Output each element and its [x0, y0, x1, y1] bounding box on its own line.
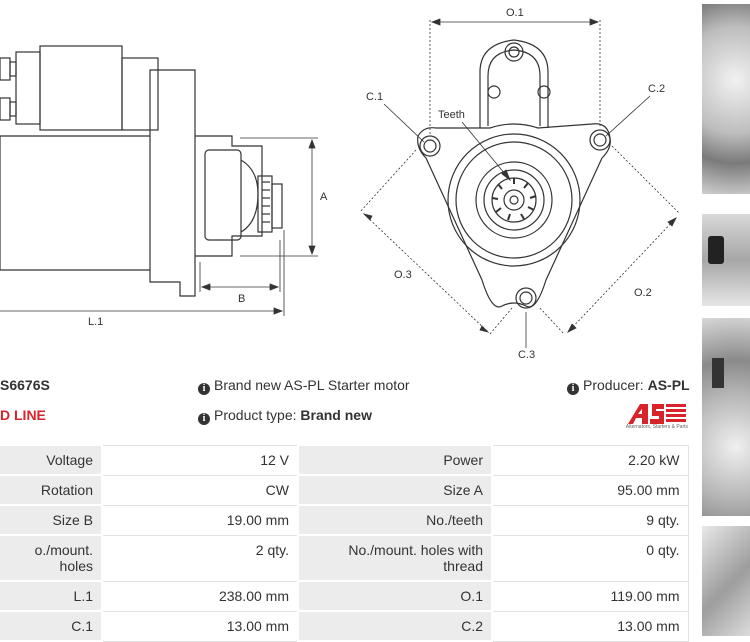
dim-label-teeth: Teeth	[438, 109, 465, 121]
dim-label-o2: O.2	[634, 287, 652, 299]
spec-label: C.1	[0, 610, 103, 642]
spec-value: 19.00 mm	[101, 504, 299, 536]
product-line-badge: D LINE	[0, 407, 46, 423]
spec-value: 2.20 kW	[491, 444, 689, 476]
dim-label-c2: C.2	[648, 83, 665, 95]
spec-value: 95.00 mm	[491, 474, 689, 506]
dim-label-o3: O.3	[394, 269, 412, 281]
product-photo-4[interactable]	[702, 526, 750, 636]
dim-label-b: B	[238, 293, 245, 305]
dim-label-l1: L.1	[88, 316, 103, 328]
as-pl-logo: Alternators, Starters & Parts	[598, 400, 688, 434]
spec-value: 238.00 mm	[101, 580, 299, 612]
spec-label: C.2	[297, 610, 493, 642]
dim-label-c1: C.1	[366, 91, 383, 103]
spec-label: Rotation	[0, 474, 103, 506]
spec-label: Voltage	[0, 444, 103, 476]
spec-value: 0 qty.	[491, 534, 689, 582]
spec-label: L.1	[0, 580, 103, 612]
spec-label: o./mount. holes	[0, 534, 103, 582]
spec-label: No./mount. holes with thread	[297, 534, 493, 582]
info-icon: i	[198, 413, 210, 425]
dim-label-o1: O.1	[506, 7, 524, 19]
product-photo-1[interactable]	[702, 4, 750, 194]
spec-label: O.1	[297, 580, 493, 612]
as-pl-logo-mark	[628, 404, 686, 424]
spec-value: CW	[101, 474, 299, 506]
spec-value: 13.00 mm	[101, 610, 299, 642]
product-photo-2[interactable]	[702, 214, 750, 306]
spec-value: 13.00 mm	[491, 610, 689, 642]
info-icon: i	[198, 383, 210, 395]
starter-front-view-diagram: O.1 C.1 C.2 Teeth O.3 O.2 C.3	[359, 7, 681, 361]
product-code: S6676S	[0, 377, 50, 393]
dim-label-a: A	[320, 191, 328, 203]
starter-side-view-diagram: A B L.1	[0, 45, 328, 328]
dim-label-c3: C.3	[518, 349, 535, 361]
spec-value: 12 V	[101, 444, 299, 476]
logo-tagline: Alternators, Starters & Parts	[625, 424, 688, 430]
spec-label: Power	[297, 444, 493, 476]
spec-label: Size B	[0, 504, 103, 536]
product-photo-3[interactable]	[702, 318, 750, 516]
spec-label: Size A	[297, 474, 493, 506]
spec-value: 9 qty.	[491, 504, 689, 536]
spec-value: 119.00 mm	[491, 580, 689, 612]
spec-value: 2 qty.	[101, 534, 299, 582]
info-icon: i	[567, 383, 579, 395]
spec-label: No./teeth	[297, 504, 493, 536]
